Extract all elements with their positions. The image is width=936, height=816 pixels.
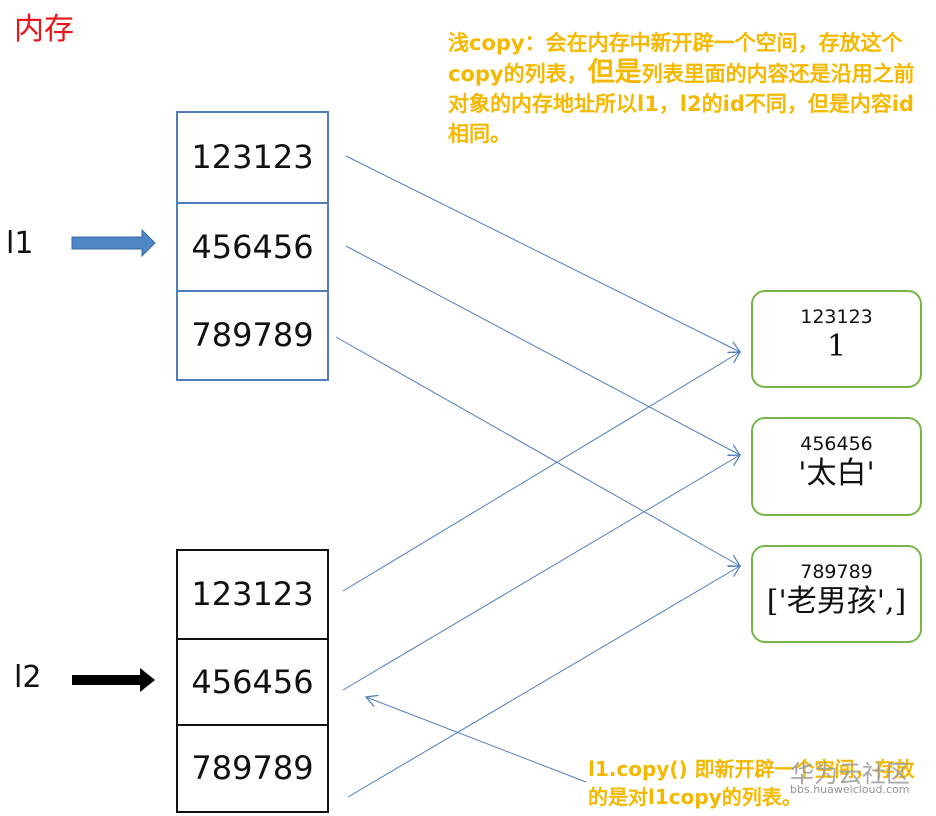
list-l1-cell: 789789 bbox=[178, 290, 327, 379]
list-l2-cell: 789789 bbox=[178, 724, 327, 811]
watermark-url: bbs.huaweicloud.com bbox=[790, 783, 910, 796]
copy-explanation-note: l1.copy() 即新开辟一个空间，存放的是对l1copy的列表。 bbox=[588, 757, 915, 809]
l2-label: l2 bbox=[14, 660, 42, 695]
ref-line-l2-2 bbox=[347, 565, 742, 798]
object-address: 456456 bbox=[800, 433, 873, 455]
memory-title: 内存 bbox=[14, 12, 74, 47]
note-segment: 浅copy：会在内存中新开辟一个空间，存放这个copy的列表， bbox=[448, 31, 903, 86]
list-l2-memory-block: 123123 456456 789789 bbox=[176, 549, 329, 813]
list-l1-cell: 456456 bbox=[178, 201, 327, 291]
ref-line-l1-1 bbox=[345, 245, 742, 456]
list-l2-cell: 456456 bbox=[178, 637, 327, 725]
list-l2-cell: 123123 bbox=[191, 575, 314, 614]
ref-line-l1-2 bbox=[335, 336, 742, 567]
list-l1-cell: 123123 bbox=[191, 138, 314, 177]
copy-note-pointer bbox=[364, 694, 587, 783]
object-address: 789789 bbox=[800, 561, 873, 583]
l1-label: l1 bbox=[6, 226, 34, 261]
memory-object-3: 789789 ['老男孩',] bbox=[751, 545, 922, 643]
list-l1-memory-block: 123123 456456 789789 bbox=[176, 111, 329, 381]
object-value: 1 bbox=[826, 329, 847, 364]
l2-pointer-arrow bbox=[72, 668, 155, 692]
note-segment: 列表里面的内容还是沿用之前对象的内存地址所以l1，l2的id不同，但是内容id相… bbox=[448, 62, 915, 146]
watermark-logo: 华为云社区 bbox=[790, 760, 910, 788]
object-value: '太白' bbox=[798, 456, 875, 491]
note-segment-emphasis: 但是 bbox=[587, 57, 642, 88]
shallow-copy-note: 浅copy：会在内存中新开辟一个空间，存放这个copy的列表，但是列表里面的内容… bbox=[448, 28, 928, 149]
l1-pointer-arrow bbox=[71, 228, 156, 258]
ref-line-l2-1 bbox=[342, 454, 742, 691]
object-address: 123123 bbox=[800, 306, 873, 328]
memory-object-1: 123123 1 bbox=[751, 290, 922, 388]
ref-line-l2-0 bbox=[342, 351, 742, 592]
object-value: ['老男孩',] bbox=[766, 584, 907, 619]
memory-object-2: 456456 '太白' bbox=[751, 417, 922, 516]
ref-line-l1-0 bbox=[345, 155, 742, 354]
